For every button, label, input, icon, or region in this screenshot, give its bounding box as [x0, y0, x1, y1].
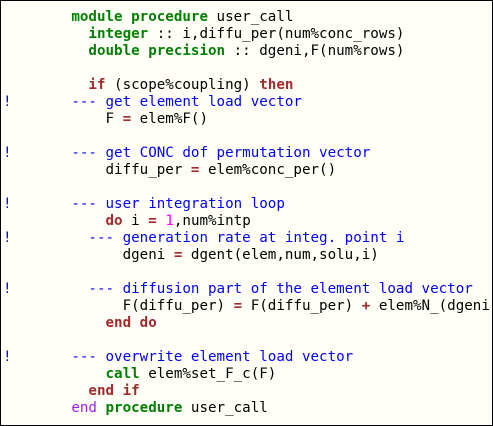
code-line: double precision :: dgeni,F(num%rows): [3, 43, 492, 60]
code-token-keyword-green: integer: [88, 26, 149, 42]
code-line: if (scope%coupling) then: [3, 77, 492, 94]
code-line: ! --- get element load vector: [3, 94, 492, 111]
code-token-keyword-brown: then: [259, 77, 294, 93]
code-line: call elem%set_F_c(F): [3, 366, 492, 383]
code-token-text: [3, 9, 71, 25]
code-token-comment-mark: !: [3, 94, 12, 110]
code-token-comment: --- get element load vector: [11, 94, 302, 110]
code-token-text: elem%F(): [131, 111, 209, 127]
code-token-operator: =: [173, 247, 183, 263]
code-line: [3, 179, 492, 196]
code-line: ! --- get CONC dof permutation vector: [3, 145, 492, 162]
code-token-number: 1: [165, 213, 174, 229]
code-token-text: [3, 213, 106, 229]
code-token-text: dgent(elem,num,solu,i): [182, 247, 379, 263]
code-token-text: dgeni: [3, 247, 174, 263]
code-line: end if: [3, 383, 492, 400]
code-token-comment: --- generation rate at integ. point i: [11, 230, 405, 246]
code-token-text: user_call: [208, 9, 294, 25]
code-token-text: user_call: [182, 400, 268, 416]
code-line: ! --- generation rate at integ. point i: [3, 230, 492, 247]
code-token-comment-mark: !: [3, 281, 12, 297]
code-line: [3, 264, 492, 281]
code-line: diffu_per = elem%conc_per(): [3, 162, 492, 179]
code-token-comment: --- user integration loop: [11, 196, 285, 212]
code-token-text: [3, 383, 88, 399]
code-token-comment: --- diffusion part of the element load v…: [11, 281, 473, 297]
code-token-text: F(diffu_per): [242, 298, 362, 314]
code-token-text: i: [122, 213, 149, 229]
code-line: dgeni = dgent(elem,num,solu,i): [3, 247, 492, 264]
code-line: [3, 60, 492, 77]
code-token-text: [3, 366, 106, 382]
code-token-keyword-brown: do: [105, 213, 123, 229]
code-token-comment: --- get CONC dof permutation vector: [11, 145, 371, 161]
code-line: F(diffu_per) = F(diffu_per) + elem%N_(dg…: [3, 298, 492, 315]
code-token-text: (scope%coupling): [105, 77, 260, 93]
code-token-operator: =: [233, 298, 243, 314]
code-token-text: diffu_per: [3, 162, 191, 178]
code-token-keyword-green: procedure: [105, 400, 183, 416]
code-token-operator: =: [190, 162, 200, 178]
code-token-text: F: [3, 111, 123, 127]
code-token-comment-mark: !: [3, 230, 12, 246]
code-line: [3, 332, 492, 349]
code-token-text: [3, 43, 88, 59]
code-token-text: elem%N_(dgeni,i): [378, 298, 492, 314]
code-line: do i = 1,num%intp: [3, 213, 492, 230]
code-token-comment: --- overwrite element load vector: [11, 349, 354, 365]
code-line: end procedure user_call: [3, 400, 492, 417]
code-token-comment-mark: !: [3, 145, 12, 161]
code-line: ! --- overwrite element load vector: [3, 349, 492, 366]
code-token-text: ,num%intp: [173, 213, 251, 229]
code-token-text: elem%set_F_c(F): [139, 366, 277, 382]
code-line: ! --- user integration loop: [3, 196, 492, 213]
code-token-text: [3, 400, 71, 416]
code-token-keyword-green: call: [105, 366, 140, 382]
code-line: ! --- diffusion part of the element load…: [3, 281, 492, 298]
code-token-keyword-brown: if: [88, 77, 106, 93]
code-token-text: [97, 400, 106, 416]
code-token-operator: +: [361, 298, 371, 314]
code-block: module procedure user_call integer :: i,…: [3, 9, 492, 417]
code-token-text: [3, 26, 88, 42]
code-token-text: [3, 315, 106, 331]
code-token-keyword-purple: end: [71, 400, 97, 416]
code-token-keyword-green: module procedure: [71, 9, 209, 25]
code-token-keyword-green: double precision: [88, 43, 226, 59]
code-token-operator: =: [148, 213, 157, 229]
code-token-text: :: i,diffu_per(num%conc_rows): [148, 26, 405, 42]
code-token-comment-mark: !: [3, 349, 12, 365]
code-token-keyword-brown: end if: [88, 383, 140, 399]
code-token-text: [3, 77, 88, 93]
code-line: F = elem%F(): [3, 111, 492, 128]
code-line: end do: [3, 315, 492, 332]
code-line: module procedure user_call: [3, 9, 492, 26]
code-token-text: F(diffu_per): [3, 298, 234, 314]
code-line: [3, 128, 492, 145]
code-token-keyword-brown: end do: [105, 315, 157, 331]
code-token-operator: =: [122, 111, 132, 127]
code-token-comment-mark: !: [3, 196, 12, 212]
code-line: integer :: i,diffu_per(num%conc_rows): [3, 26, 492, 43]
code-token-text: elem%conc_per(): [199, 162, 337, 178]
code-token-text: :: dgeni,F(num%rows): [225, 43, 405, 59]
